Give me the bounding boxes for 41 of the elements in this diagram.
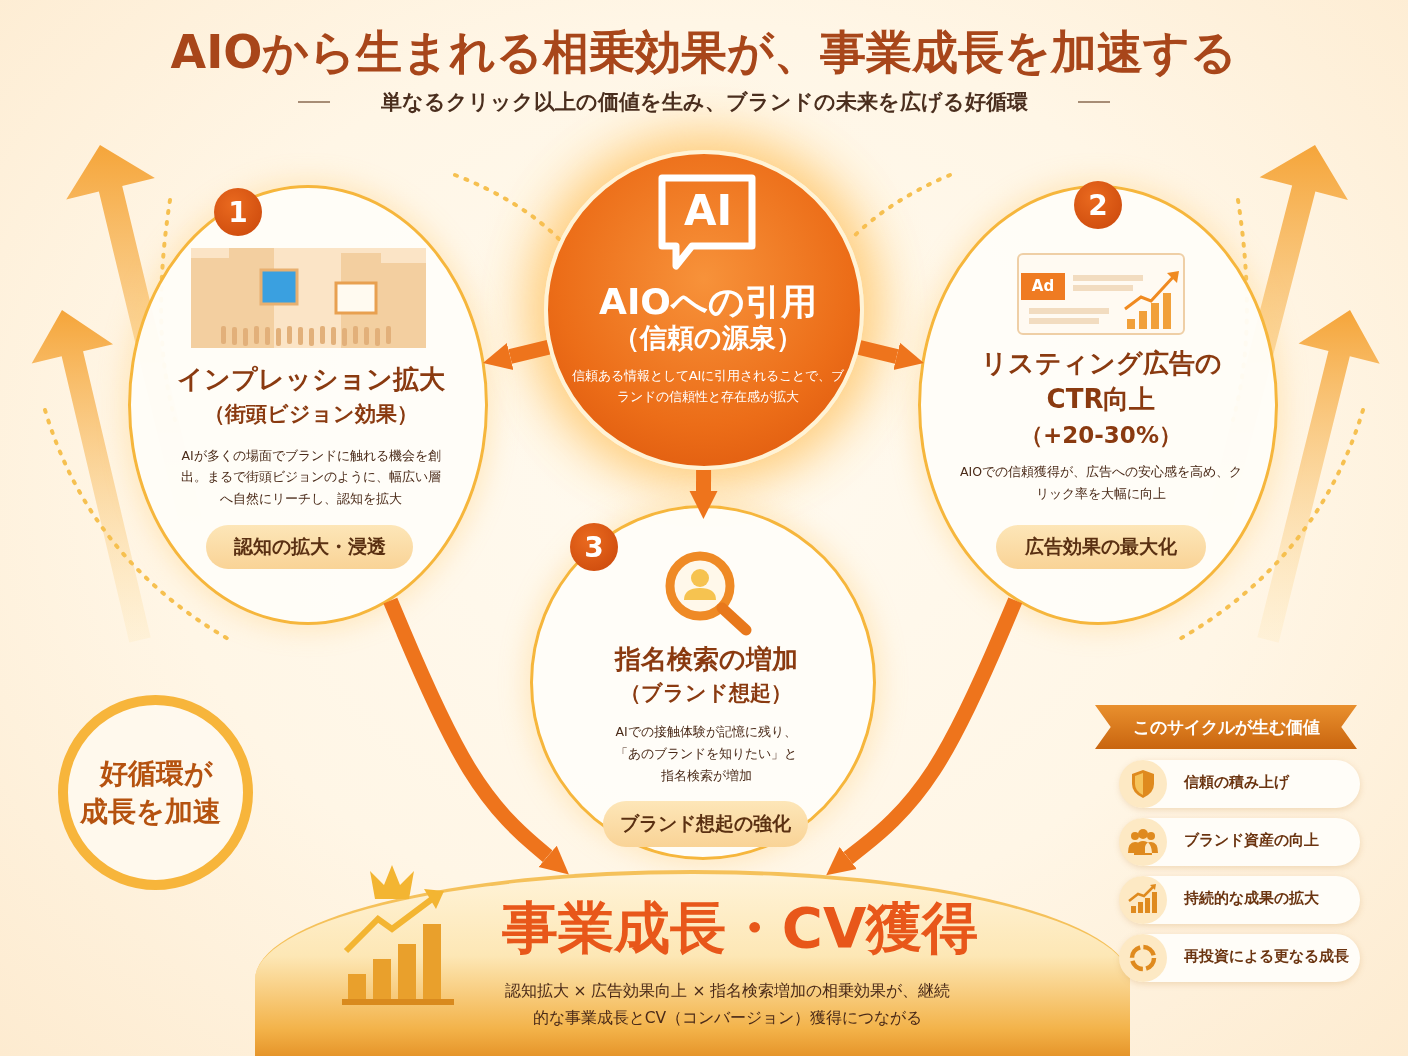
node-subtitle: （ブランド想起）: [619, 680, 793, 707]
node-description: AIでの接触体験が記憶に残り、「あのブランドを知りたい」と指名検索が増加: [614, 723, 798, 785]
arrow: [689, 469, 718, 519]
tag-text: ブランド想起の強化: [620, 811, 791, 836]
value-card: [1120, 934, 1360, 982]
node-title: インプレッション拡大: [176, 363, 446, 396]
node-title: リスティング広告のCTR向上: [979, 347, 1223, 416]
node-subtitle: （信頼の源泉）: [612, 322, 804, 355]
node-title: AIOへの引用: [598, 280, 818, 324]
node-description: AIが多くの場面でブランドに触れる機会を創出。まるで街頭ビジョンのように、幅広い層へ自然にリーチし、認知を拡大: [180, 447, 442, 508]
page-subtitle: 単なるクリック以上の価値を生み、ブランドの未来を広げる好循環: [379, 89, 1029, 116]
node-description: AIOでの信頼獲得が、広告への安心感を高め、クリック率を大幅に向上: [958, 463, 1244, 503]
tag-text: 認知の拡大・浸透: [233, 534, 386, 559]
value-card: [1120, 876, 1360, 924]
icon-text: AI: [682, 188, 734, 235]
arrow: [482, 340, 551, 371]
arrow: [383, 597, 569, 875]
arrow: [826, 597, 1023, 876]
tag-text: 広告効果の最大化: [1025, 534, 1177, 559]
node-subtitle: （+20-30%）: [1019, 421, 1183, 450]
ring-text: 好循環が成長を加速: [79, 755, 222, 830]
page-title: AIOから生まれる相乗効果が、事業成長を加速する: [169, 24, 1239, 81]
value-card: [1120, 760, 1360, 808]
value-card: [1120, 818, 1360, 866]
ad-label: Ad: [1030, 276, 1056, 297]
node-title: 指名検索の増加: [613, 643, 799, 676]
number-badge: 1: [214, 188, 262, 236]
tag-pill: [996, 525, 1206, 569]
value-text: ブランド資産の向上: [1184, 831, 1319, 850]
tag-pill: [206, 525, 413, 569]
node-description: 信頼ある情報としてAIに引用されることで、ブランドの信頼性と存在感が拡大: [570, 367, 846, 406]
node-subtitle: （街頭ビジョン効果）: [203, 401, 419, 428]
arrow: [857, 340, 924, 371]
value-text: 持続的な成果の拡大: [1184, 889, 1319, 908]
ribbon-title: このサイクルが生む価値: [1132, 715, 1320, 739]
result-description: 認知拡大 × 広告効果向上 × 指名検索増加の相乗効果が、継続的な事業成長とCV（コンバージョン）獲得につながる: [503, 981, 952, 1030]
result-title: 事業成長・CV獲得: [500, 896, 980, 961]
number-badge: 3: [570, 523, 618, 571]
value-text: 再投資による更なる成長: [1184, 947, 1349, 966]
value-text: 信頼の積み上げ: [1184, 773, 1289, 792]
tag-pill: [603, 801, 808, 847]
